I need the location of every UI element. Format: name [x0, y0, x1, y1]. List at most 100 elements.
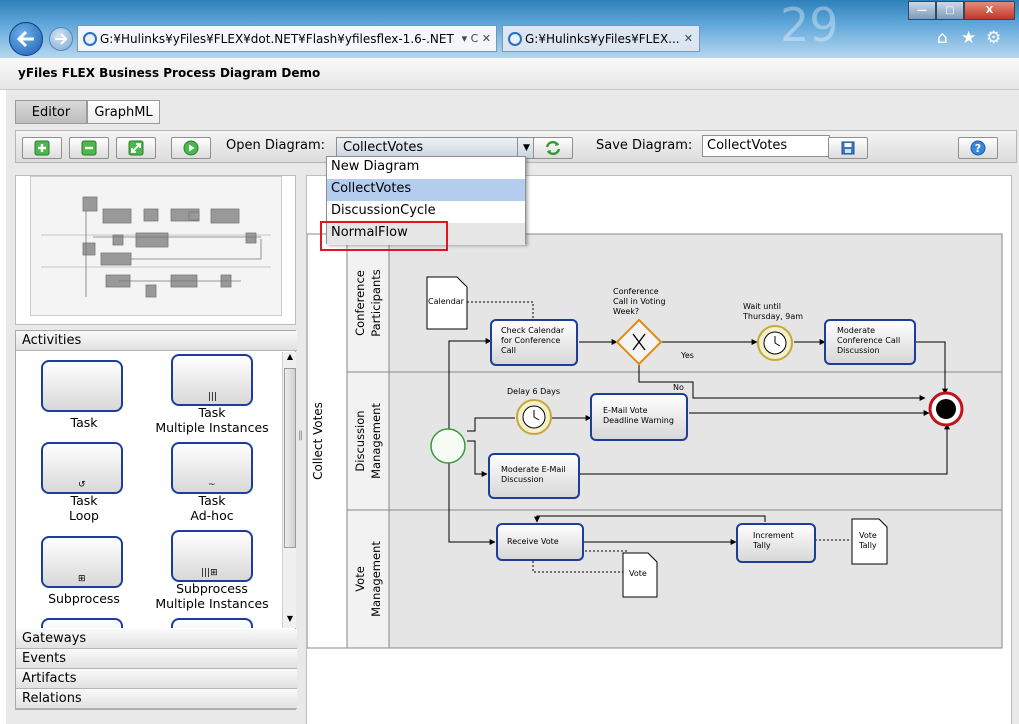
close-button[interactable]: X	[964, 1, 1015, 20]
tab-editor[interactable]: Editor	[15, 100, 87, 124]
remove-button[interactable]	[69, 137, 109, 159]
fit-button[interactable]	[116, 137, 156, 159]
save-button[interactable]	[828, 137, 868, 159]
address-text[interactable]: G:¥Hulinks¥yFiles¥FLEX¥dot.NET¥Flash¥yfi…	[100, 31, 454, 46]
panel-splitter[interactable]: ‖	[298, 430, 303, 441]
dropdown-item-new-diagram[interactable]: New Diagram	[331, 159, 420, 174]
open-diagram-dropdown: New Diagram CollectVotes DiscussionCycle…	[326, 156, 526, 245]
pool-label: Collect Votes	[311, 402, 325, 480]
dropdown-item-discussioncycle[interactable]: DiscussionCycle	[331, 203, 436, 218]
home-icon[interactable]: ⌂	[937, 28, 948, 48]
app-titlebar: yFiles FLEX Business Process Diagram Dem…	[0, 58, 1019, 90]
minimize-button[interactable]: —	[908, 1, 936, 20]
scroll-thumb[interactable]	[284, 368, 296, 548]
lane-label: Vote	[353, 566, 367, 592]
svg-text:Discussion: Discussion	[837, 346, 880, 355]
help-button[interactable]: ?	[958, 137, 998, 159]
section-events[interactable]: Events	[16, 649, 297, 669]
palette-scrollbar[interactable]: ▲ ▼	[282, 352, 296, 628]
browser-tab[interactable]: G:¥Hulinks¥yFiles¥FLEX... ✕	[502, 25, 700, 52]
toolbar: Open Diagram: CollectVotes ▼ Save Diagra…	[15, 130, 1017, 163]
svg-text:Conference Call: Conference Call	[837, 336, 900, 345]
minus-icon	[81, 140, 97, 156]
svg-text:Deadline Warning: Deadline Warning	[603, 416, 674, 425]
back-button[interactable]	[9, 22, 43, 56]
tab-title: G:¥Hulinks¥yFiles¥FLEX...	[525, 31, 680, 46]
task-moderate-conference[interactable]	[824, 319, 916, 365]
svg-text:Vote: Vote	[859, 531, 877, 540]
palette-item-partial[interactable]	[41, 618, 123, 628]
palette-item-subprocess-multiple[interactable]: |||⊞	[171, 530, 253, 582]
ie-icon	[508, 32, 522, 46]
lane-label: Participants	[369, 269, 383, 337]
palette-item-task-multiple-instances[interactable]: |||	[171, 354, 253, 406]
palette-item-task[interactable]	[41, 360, 123, 412]
disk-icon	[841, 141, 855, 155]
parallel-marker-icon: |||	[208, 392, 218, 402]
app-body: Editor GraphML Open Diagram: CollectVote…	[6, 90, 1019, 724]
task-receive-vote[interactable]	[496, 523, 584, 561]
close-tab-icon[interactable]: ✕	[683, 32, 693, 45]
task-check-calendar[interactable]	[490, 319, 578, 366]
page-icon	[83, 32, 97, 46]
section-activities[interactable]: Activities	[16, 331, 297, 351]
overview-panel[interactable]	[15, 175, 296, 325]
favorites-icon[interactable]: ★	[961, 28, 977, 48]
lane-vote-management[interactable]	[346, 509, 1003, 649]
scroll-up-icon[interactable]: ▲	[286, 352, 294, 361]
edge-label-no: No	[673, 383, 684, 392]
data-object-calendar[interactable]	[426, 276, 468, 330]
svg-text:Thursday, 9am: Thursday, 9am	[742, 312, 803, 321]
tab-graphml[interactable]: GraphML	[87, 100, 160, 124]
data-object-vote-tally[interactable]	[851, 518, 888, 565]
save-diagram-input[interactable]: CollectVotes	[702, 135, 830, 157]
collapse-marker-icon: ⊞	[78, 574, 86, 584]
palette-item-partial[interactable]	[171, 618, 253, 628]
svg-text:Moderate E-Mail: Moderate E-Mail	[501, 465, 566, 474]
svg-text:for Conference: for Conference	[501, 336, 560, 345]
forward-button[interactable]	[49, 27, 73, 51]
palette-item-task-loop[interactable]: ↺	[41, 442, 123, 494]
plus-icon	[34, 140, 50, 156]
svg-text:Moderate: Moderate	[837, 326, 875, 335]
page-title: yFiles FLEX Business Process Diagram Dem…	[18, 66, 321, 80]
desktop-clock: 29	[780, 0, 839, 52]
open-diagram-select[interactable]: CollectVotes ▼	[336, 137, 536, 159]
diagram-canvas[interactable]: Collect Votes Conference Participants Di…	[306, 175, 1012, 724]
minimap-graphic	[41, 196, 271, 298]
refresh-button[interactable]	[533, 137, 573, 159]
overview-minimap[interactable]	[30, 176, 282, 316]
gear-icon[interactable]: ⚙	[986, 28, 1002, 48]
palette-label-task: Task	[70, 415, 98, 430]
svg-text:?: ?	[975, 142, 981, 155]
svg-text:Tally: Tally	[858, 541, 877, 550]
task-moderate-email[interactable]	[488, 453, 580, 499]
data-object-vote[interactable]	[622, 552, 658, 598]
loop-marker-icon: ↺	[78, 480, 86, 490]
dropdown-item-normalflow[interactable]: NormalFlow	[327, 223, 525, 245]
palette-item-subprocess[interactable]: ⊞	[41, 536, 123, 588]
section-artifacts[interactable]: Artifacts	[16, 669, 297, 689]
task-increment-tally[interactable]	[736, 523, 816, 563]
scroll-down-icon[interactable]: ▼	[286, 614, 294, 623]
section-relations[interactable]: Relations	[16, 689, 297, 709]
svg-text:Call in Voting: Call in Voting	[613, 297, 666, 306]
svg-text:Call: Call	[501, 346, 516, 355]
task-email-vote[interactable]	[590, 393, 688, 441]
palette-item-task-adhoc[interactable]: ~	[171, 442, 253, 494]
arrow-right-icon	[55, 33, 68, 45]
run-button[interactable]	[171, 137, 211, 159]
open-diagram-value: CollectVotes	[343, 140, 424, 155]
address-tab[interactable]: G:¥Hulinks¥yFiles¥FLEX¥dot.NET¥Flash¥yfi…	[77, 25, 497, 52]
start-event[interactable]	[430, 428, 466, 464]
add-button[interactable]	[22, 137, 62, 159]
dropdown-item-collectvotes[interactable]: CollectVotes	[327, 179, 525, 201]
maximize-button[interactable]: □	[936, 1, 964, 20]
lane-label: Management	[369, 541, 383, 617]
section-gateways[interactable]: Gateways	[16, 629, 297, 649]
chevron-down-icon[interactable]: ▼	[517, 138, 535, 158]
address-controls[interactable]: ▾ C ✕	[461, 32, 491, 45]
